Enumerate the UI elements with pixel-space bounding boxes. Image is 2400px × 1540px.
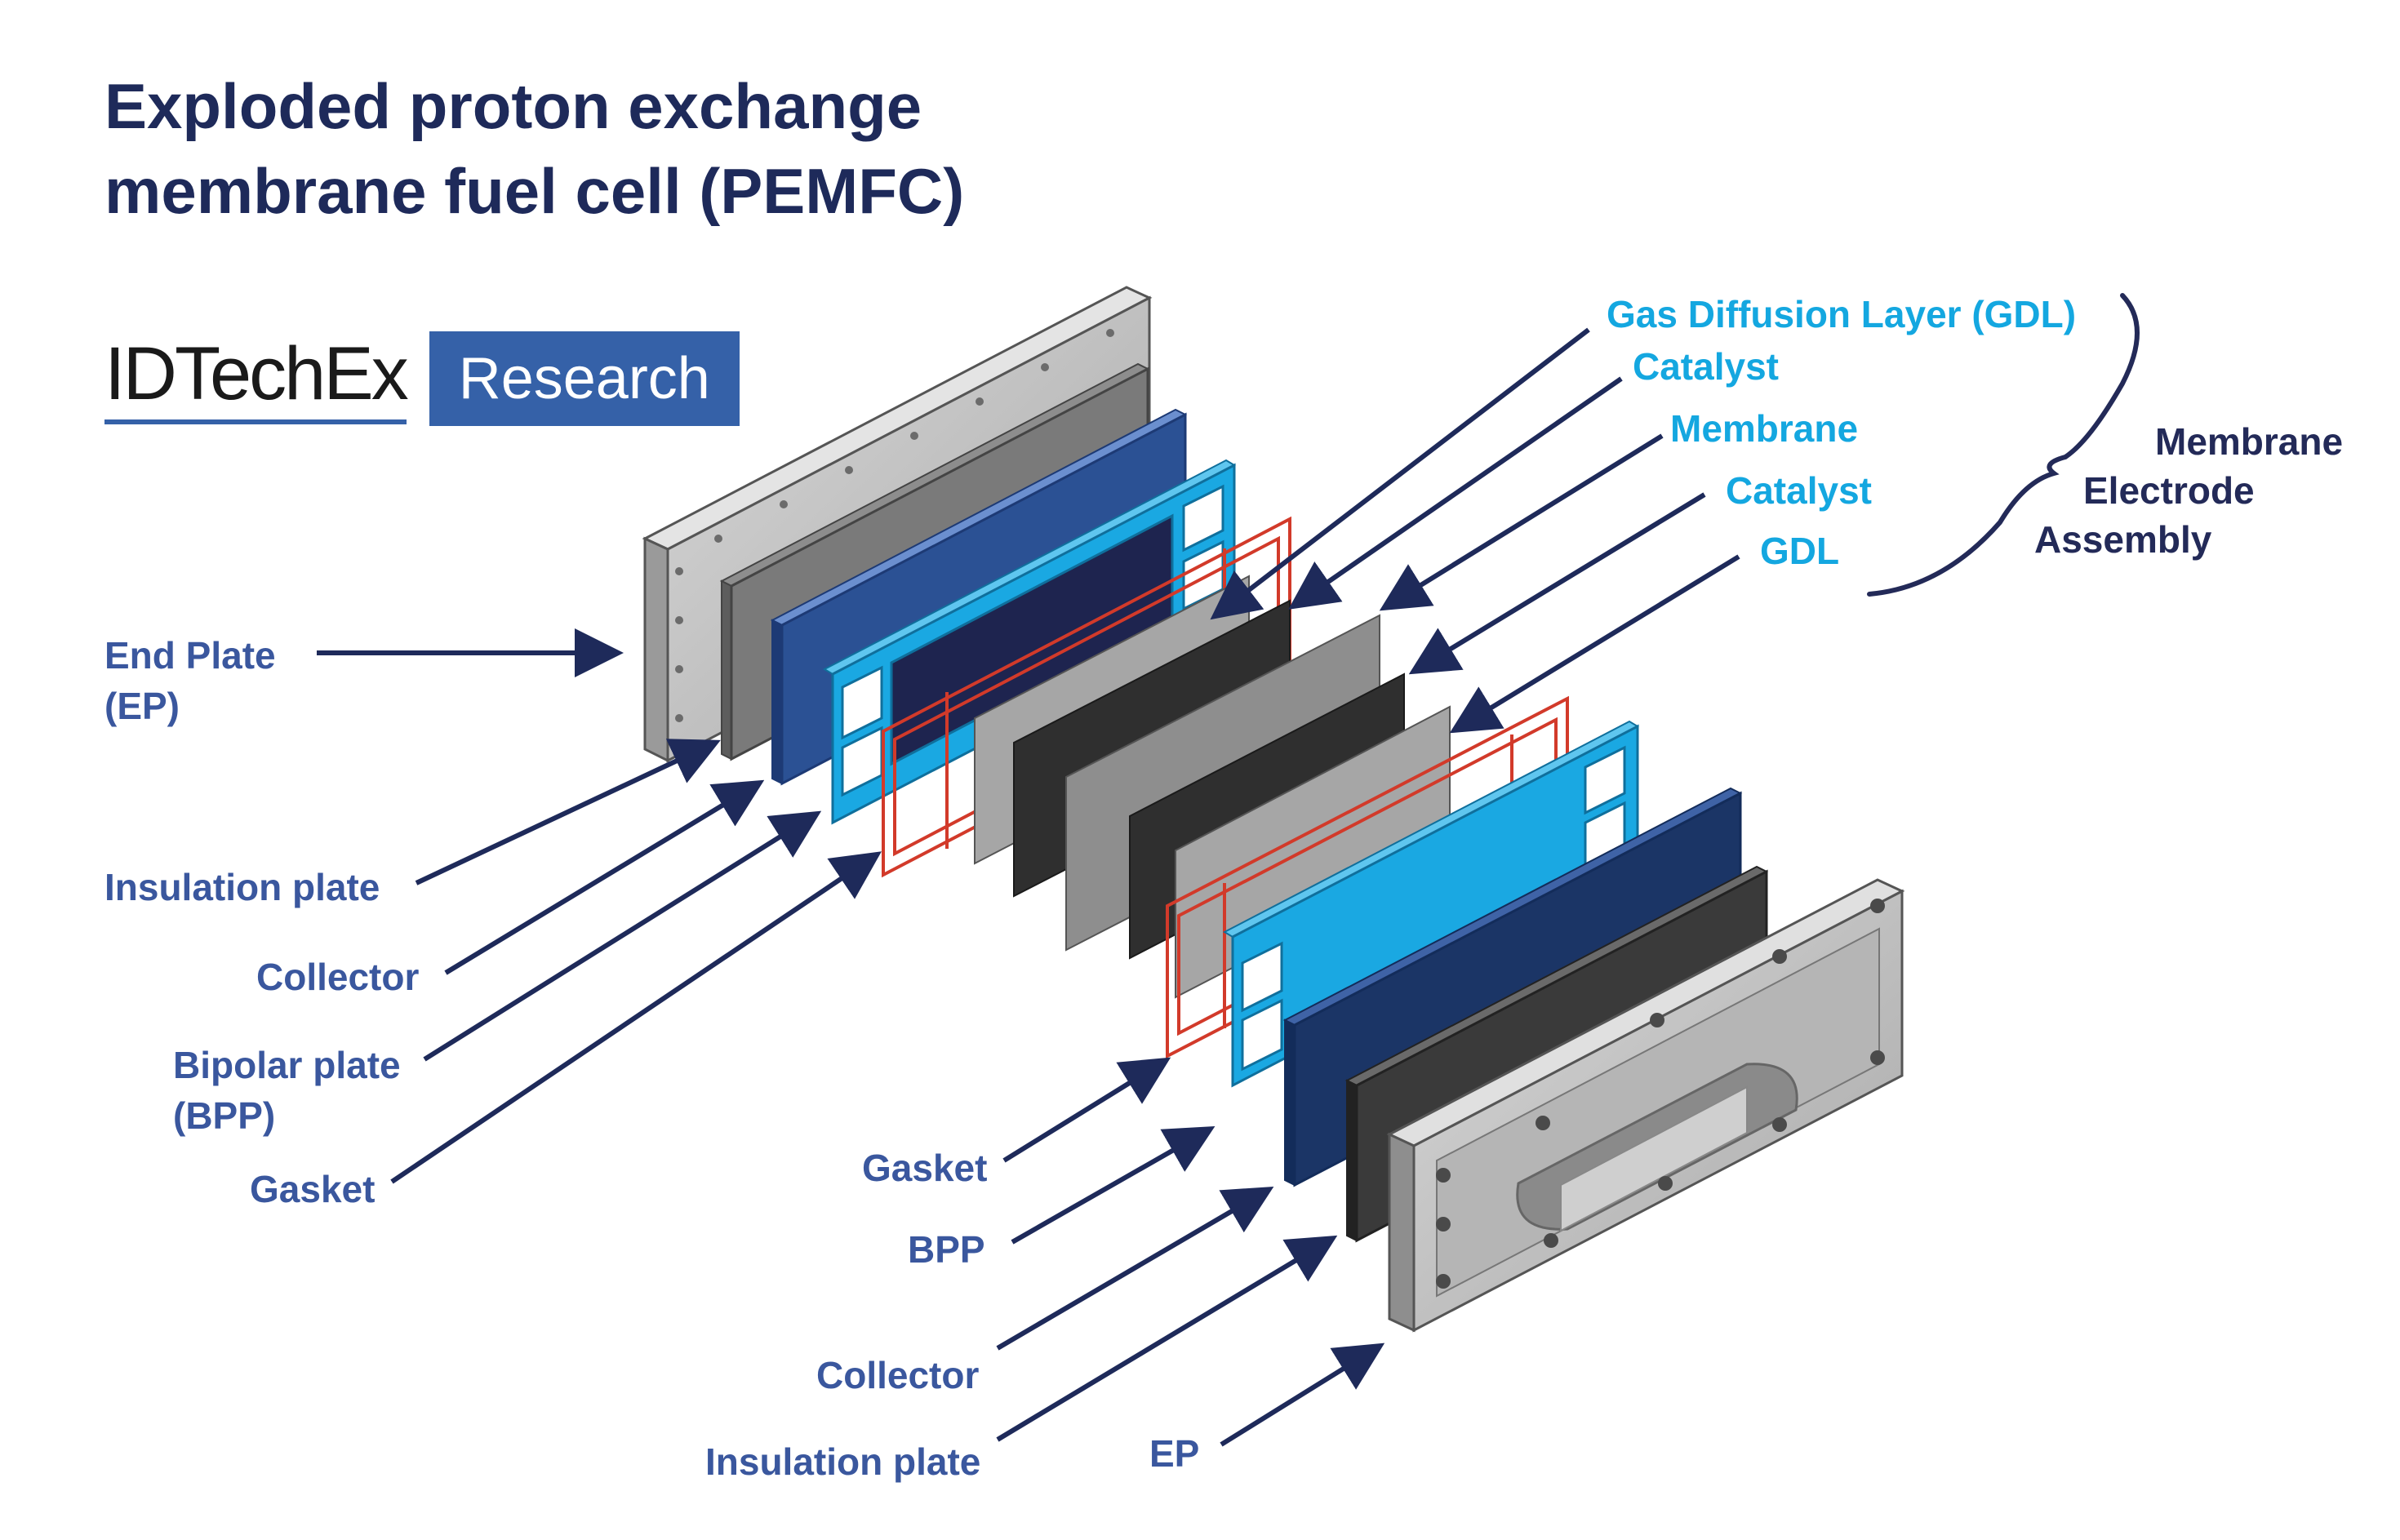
arrow-mea-catalyst-top <box>1288 376 1623 610</box>
arrow-gasket-right <box>1002 1057 1171 1163</box>
arrow-bipolar-left <box>423 810 822 1062</box>
label-insulation-plate-right: Insulation plate <box>705 1440 981 1483</box>
bipolar-plate-left <box>822 459 1237 825</box>
label-gasket-left: Gasket <box>250 1168 376 1210</box>
label-ep-right: EP <box>1149 1432 1200 1475</box>
label-bipolar-plate-abbr: (BPP) <box>173 1094 276 1137</box>
idtechex-logo: IDTechEx Research <box>104 330 740 428</box>
end-plate-right <box>1386 878 1905 1333</box>
arrow-bpp-right <box>1011 1126 1216 1245</box>
logo-research-box: Research <box>429 331 740 426</box>
arrow-mea-gdl-bottom <box>1449 554 1740 734</box>
label-catalyst-bottom: Catalyst <box>1726 469 1872 512</box>
label-end-plate: End Plate <box>104 634 276 677</box>
arrow-ep-right <box>1220 1343 1385 1447</box>
mea-bracket <box>1867 293 2140 597</box>
arrow-gasket-left <box>390 851 882 1184</box>
label-collector-right: Collector <box>816 1354 980 1396</box>
label-gdl-bottom: GDL <box>1760 530 1840 572</box>
label-mea-3: Assembly <box>2034 518 2212 561</box>
arrow-mea-gdl-top <box>1210 327 1590 620</box>
arrow-insulation-left <box>415 739 721 885</box>
label-membrane: Membrane <box>1670 407 1859 450</box>
label-catalyst-top: Catalyst <box>1633 345 1779 388</box>
title-line-1: Exploded proton exchange <box>104 70 922 142</box>
label-bipolar-plate: Bipolar plate <box>173 1044 401 1086</box>
title-line-2: membrane fuel cell (PEMFC) <box>104 155 965 227</box>
label-collector-left: Collector <box>256 956 420 998</box>
label-gdl-top: Gas Diffusion Layer (GDL) <box>1607 293 2077 335</box>
arrow-collector-right <box>996 1186 1274 1351</box>
label-end-plate-abbr: (EP) <box>104 685 180 727</box>
arrow-mea-catalyst-bottom <box>1408 492 1706 675</box>
arrow-collector-left <box>444 779 765 975</box>
arrow-insulation-right <box>996 1235 1338 1442</box>
label-mea-1: Membrane <box>2155 420 2344 463</box>
label-mea-2: Electrode <box>2083 469 2255 512</box>
label-gasket-right: Gasket <box>862 1147 988 1189</box>
label-bpp-right: BPP <box>908 1228 985 1271</box>
page-title: Exploded proton exchange membrane fuel c… <box>104 64 1084 233</box>
label-insulation-plate-left: Insulation plate <box>104 866 380 908</box>
logo-wordmark: IDTechEx <box>104 333 409 424</box>
arrow-mea-membrane <box>1379 433 1664 611</box>
